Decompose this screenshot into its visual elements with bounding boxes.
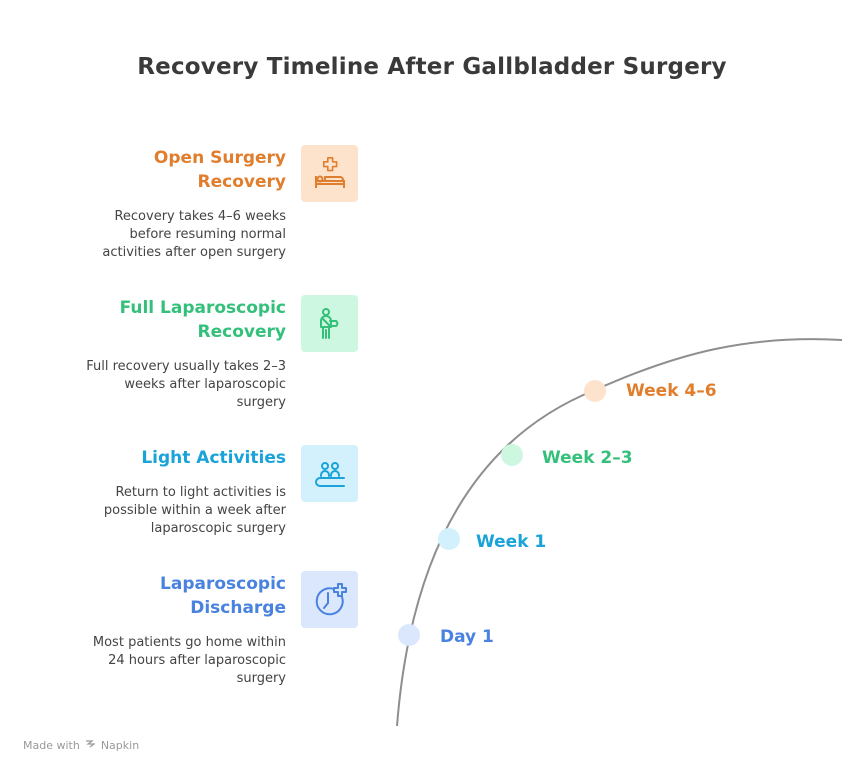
made-with-text: Made with: [23, 739, 80, 752]
icon-box: [301, 145, 358, 202]
people-activity-icon: [314, 461, 345, 487]
item-desc-line: surgery: [236, 671, 286, 686]
icon-box: [301, 295, 358, 352]
milestone-dot-day-1: [398, 624, 420, 646]
item-description: Full recovery usually takes 2–3 weeks af…: [26, 358, 286, 412]
timeline-arc: [396, 338, 843, 727]
recovering-patient-icon: [319, 307, 338, 339]
item-desc-line: Return to light activities is: [115, 485, 286, 500]
icon-box: [301, 571, 358, 628]
item-desc-line: laparoscopic surgery: [150, 521, 286, 536]
item-desc-line: Full recovery usually takes 2–3: [86, 359, 286, 374]
milestone-label-week-2-3: Week 2–3: [542, 448, 633, 468]
item-desc-line: 24 hours after laparoscopic: [108, 653, 286, 668]
item-desc-line: activities after open surgery: [102, 245, 286, 260]
milestone-dot-week-2-3: [501, 444, 523, 466]
item-description: Return to light activities is possible w…: [26, 484, 286, 538]
item-desc-line: Most patients go home within: [92, 635, 286, 650]
item-desc-line: weeks after laparoscopic: [124, 377, 286, 392]
item-title: Full Laparoscopic Recovery: [26, 296, 286, 344]
item-desc-line: Recovery takes 4–6 weeks: [114, 209, 286, 224]
napkin-logo-icon: [86, 740, 96, 748]
item-title: Open Surgery Recovery: [26, 146, 286, 194]
milestone-label-week-4-6: Week 4–6: [626, 381, 717, 401]
item-title-line: Laparoscopic: [160, 574, 286, 594]
item-title: Laparoscopic Discharge: [26, 572, 286, 620]
item-title-line: Discharge: [190, 598, 286, 618]
footer-attribution[interactable]: Made with Napkin: [23, 739, 139, 752]
milestone-label-week-1: Week 1: [476, 532, 547, 552]
milestone-label-day-1: Day 1: [440, 627, 494, 647]
item-desc-line: before resuming normal: [129, 227, 287, 242]
napkin-brand-text: Napkin: [100, 739, 140, 752]
milestone-dot-week-1: [438, 528, 460, 550]
item-desc-line: possible within a week after: [103, 503, 286, 518]
item-title: Light Activities: [26, 446, 286, 470]
item-title-line: Recovery: [197, 322, 286, 342]
item-description: Most patients go home within 24 hours af…: [26, 634, 286, 688]
icon-box: [301, 445, 358, 502]
item-title-line: Open Surgery: [153, 148, 286, 168]
clock-plus-icon: [315, 582, 347, 615]
hospital-bed-icon: [314, 156, 345, 188]
item-title-line: Light Activities: [141, 448, 286, 468]
page-title: Recovery Timeline After Gallbladder Surg…: [137, 54, 727, 80]
item-title-line: Full Laparoscopic: [119, 298, 286, 318]
milestone-dot-week-4-6: [584, 380, 606, 402]
item-description: Recovery takes 4–6 weeks before resuming…: [26, 208, 286, 262]
item-title-line: Recovery: [197, 172, 286, 192]
item-desc-line: surgery: [236, 395, 286, 410]
